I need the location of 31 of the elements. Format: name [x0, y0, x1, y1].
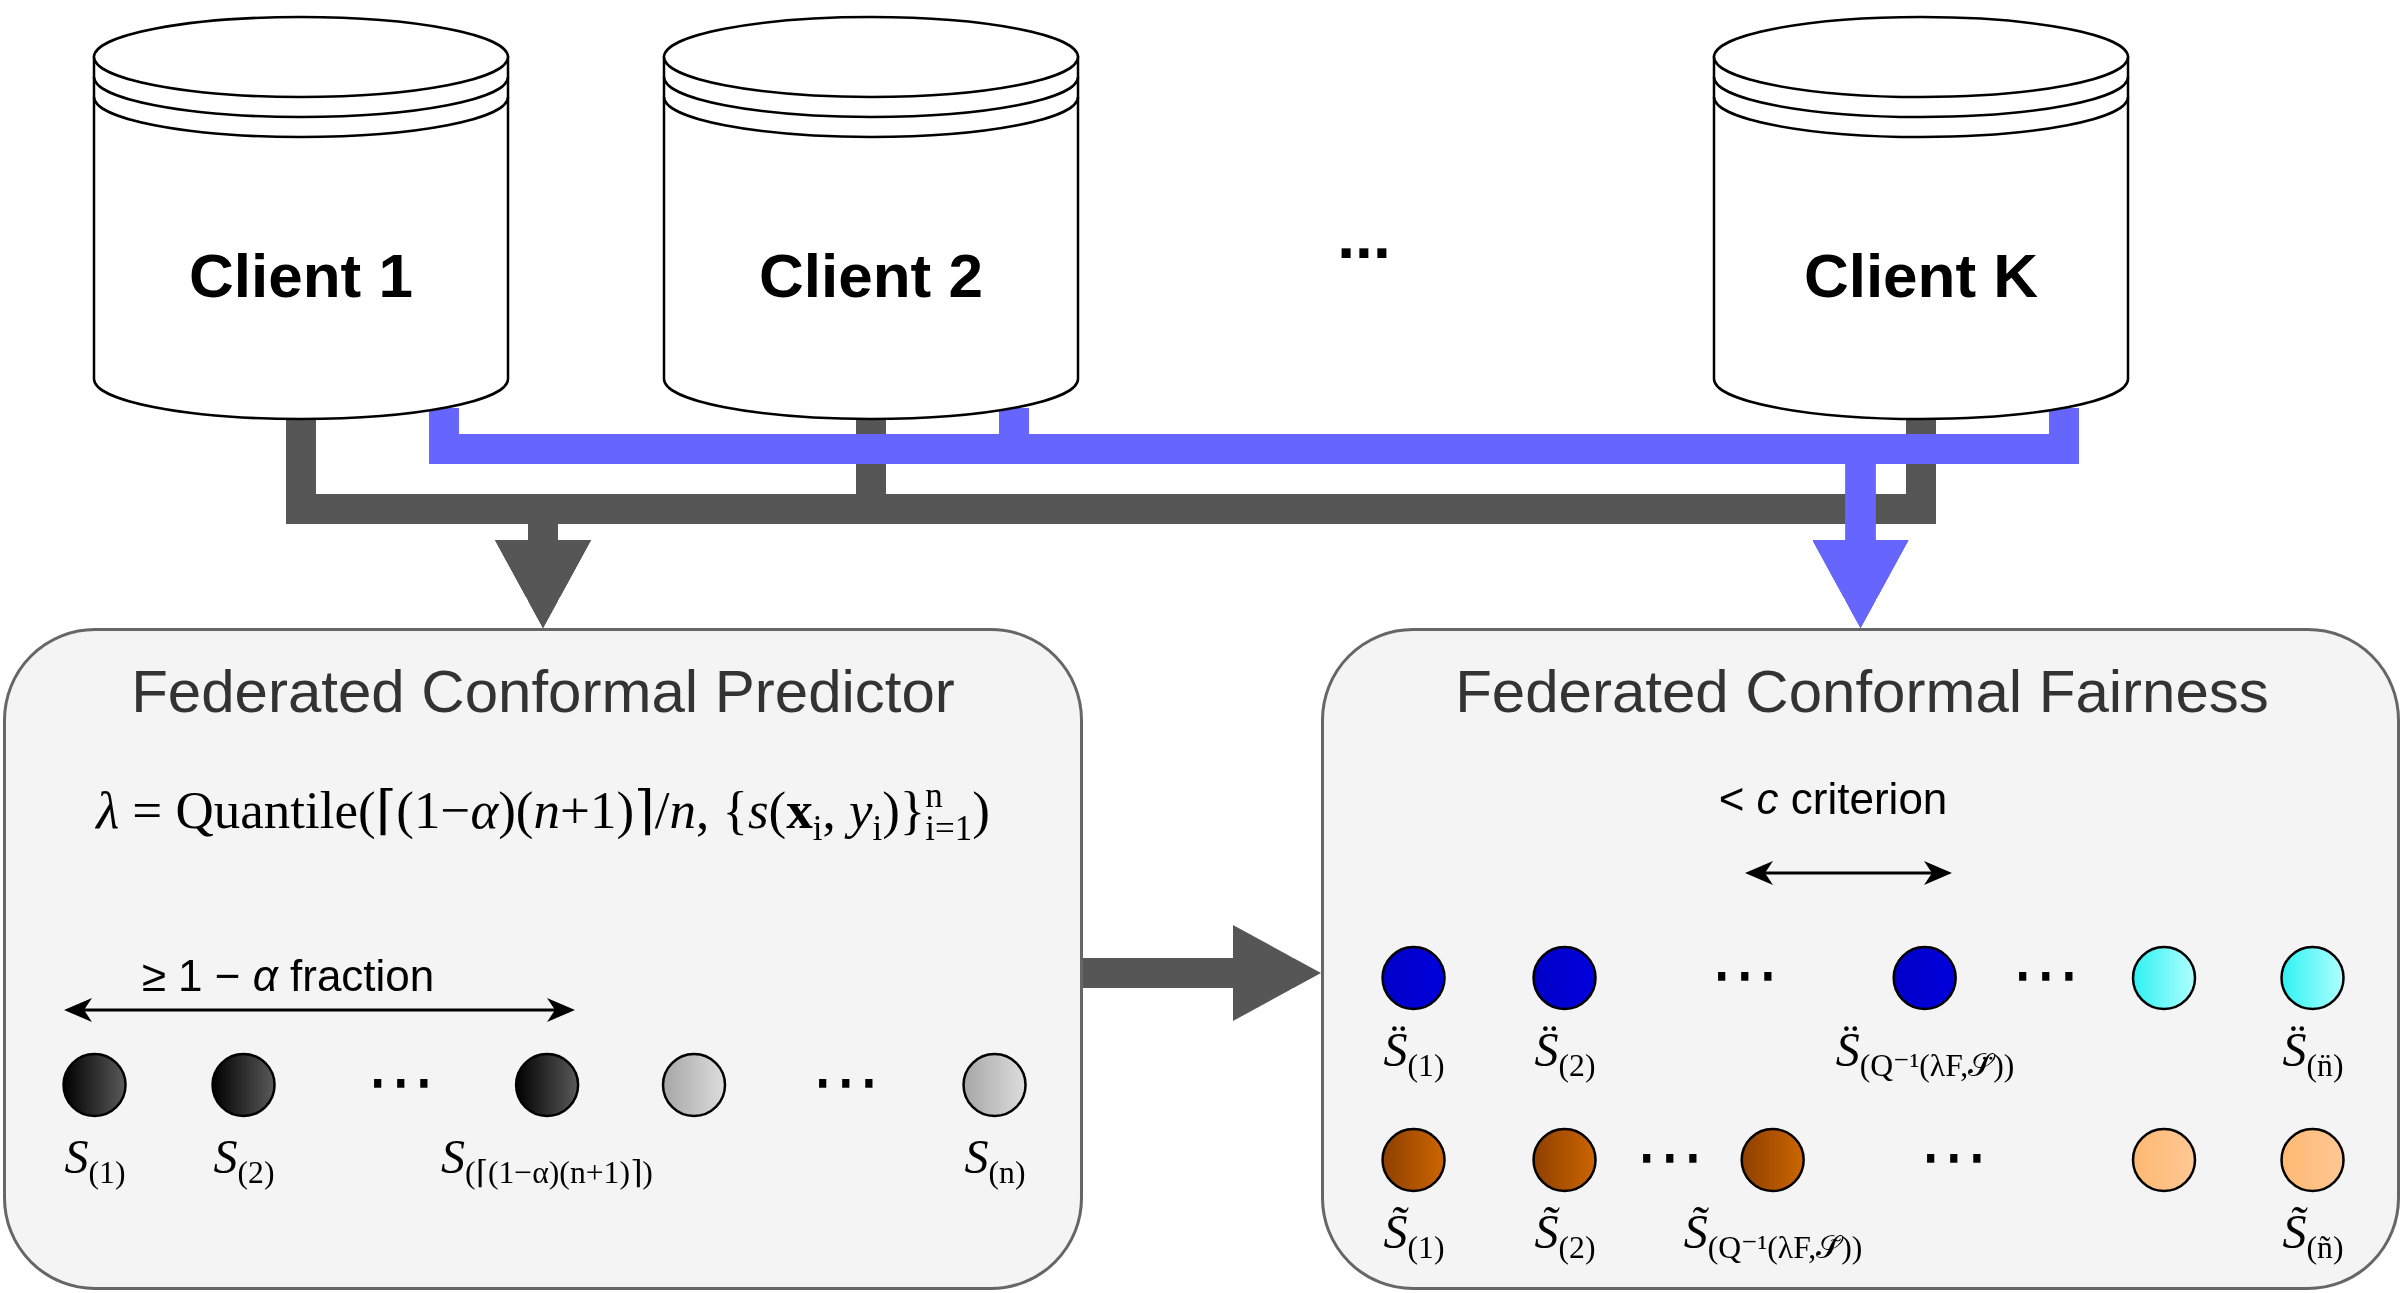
math-label: S̃$_{(1)}$ — [1382, 1204, 1446, 1267]
math-label: S̃$_{(Q⁻¹(λF,𝒮̃))}$ — [1682, 1204, 1864, 1267]
ellipsis: ⋯ — [2011, 939, 2081, 1009]
client-label: Client 1 — [189, 240, 413, 312]
math-label: S̈$_{(2)}$ — [1533, 1022, 1597, 1085]
panel — [3, 628, 1083, 1290]
math-label: S$_{(1)}$ — [63, 1129, 127, 1192]
ellipsis: ⋯ — [1919, 1121, 1989, 1191]
client-label: Client K — [1803, 240, 2039, 312]
math-label: S̃$_{(ñ)}$ — [2281, 1204, 2345, 1267]
math-label: S̈$_{(1)}$ — [1382, 1022, 1446, 1085]
annotation-label: ≥ 1 − α fraction — [141, 949, 435, 1002]
ellipsis: ⋯ — [366, 1046, 436, 1116]
ellipsis: ⋯ — [1635, 1121, 1705, 1191]
ellipsis: ... — [1337, 200, 1391, 272]
ellipsis: ⋯ — [811, 1046, 881, 1116]
arrow — [1812, 407, 2079, 628]
panel — [1321, 628, 2400, 1290]
math-label: S$_{(n)}$ — [963, 1129, 1027, 1192]
math-label: S̈$_{(Q⁻¹(λF,𝒮̈))}$ — [1834, 1022, 2016, 1085]
math-label: S$_{(2)}$ — [212, 1129, 276, 1192]
math-label: S̈$_{(n̈)}$ — [2281, 1022, 2345, 1085]
ellipsis: ⋯ — [1710, 939, 1780, 1009]
math-label: S$_{(⌈(1−α)(n+1)⌉)}$ — [440, 1129, 654, 1192]
formula: λ = Quantile(⌈(1−α)(n+1)⌉/n, {s(x$_{i}$, y$_{i}$)}$^{n}$$_{i=1}$) — [94, 775, 991, 851]
annotation-label: < c criterion — [1718, 772, 1948, 825]
panel-title: Federated Conformal Predictor — [131, 657, 955, 726]
arrow — [1083, 925, 1321, 1021]
client-label: Client 2 — [759, 240, 983, 312]
panel-title: Federated Conformal Fairness — [1455, 657, 2269, 726]
math-label: S̃$_{(2)}$ — [1533, 1204, 1597, 1267]
